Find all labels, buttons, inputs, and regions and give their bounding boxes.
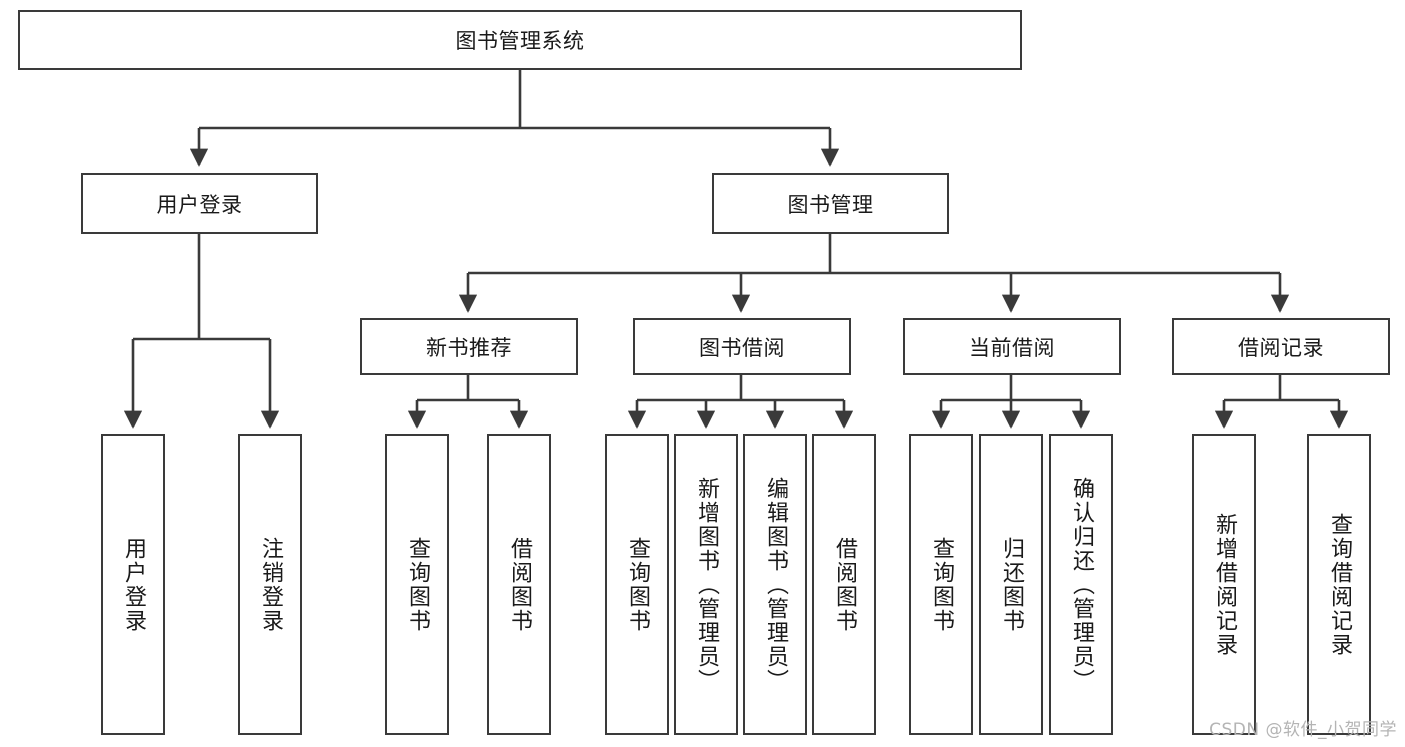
node-leaf-query-book-2[interactable]: 查询图书 — [605, 434, 669, 735]
node-book-borrow[interactable]: 图书借阅 — [633, 318, 851, 375]
node-leaf-add-record[interactable]: 新增借阅记录 — [1192, 434, 1256, 735]
node-leaf-return-book[interactable]: 归还图书 — [979, 434, 1043, 735]
node-leaf-borrow-book-2[interactable]: 借阅图书 — [812, 434, 876, 735]
node-leaf-borrow-book-1-label: 借阅图书 — [506, 536, 532, 633]
node-current-borrow[interactable]: 当前借阅 — [903, 318, 1121, 375]
node-leaf-query-book-1-label: 查询图书 — [404, 536, 430, 633]
node-leaf-user-login[interactable]: 用户登录 — [101, 434, 165, 735]
node-current-borrow-label: 当前借阅 — [969, 335, 1055, 360]
node-book-borrow-label: 图书借阅 — [699, 335, 785, 360]
node-book-manage-label: 图书管理 — [787, 192, 874, 217]
node-leaf-edit-book-label: 编辑图书（管理员） — [762, 476, 788, 693]
node-leaf-borrow-book-1[interactable]: 借阅图书 — [487, 434, 551, 735]
node-leaf-logout-label: 注销登录 — [257, 536, 283, 633]
node-leaf-query-book-1[interactable]: 查询图书 — [385, 434, 449, 735]
node-new-book-rec-label: 新书推荐 — [426, 335, 512, 360]
node-leaf-borrow-book-2-label: 借阅图书 — [831, 536, 857, 633]
node-book-manage[interactable]: 图书管理 — [712, 173, 949, 234]
node-leaf-query-record-label: 查询借阅记录 — [1326, 512, 1352, 657]
node-leaf-confirm-return-label: 确认归还（管理员） — [1068, 476, 1094, 693]
node-leaf-logout[interactable]: 注销登录 — [238, 434, 302, 735]
node-leaf-user-login-label: 用户登录 — [120, 536, 146, 633]
node-leaf-confirm-return[interactable]: 确认归还（管理员） — [1049, 434, 1113, 735]
node-leaf-return-book-label: 归还图书 — [998, 536, 1024, 633]
node-leaf-query-book-2-label: 查询图书 — [624, 536, 650, 633]
node-leaf-add-book-label: 新增图书（管理员） — [693, 476, 719, 693]
node-new-book-rec[interactable]: 新书推荐 — [360, 318, 578, 375]
node-leaf-add-record-label: 新增借阅记录 — [1211, 512, 1237, 657]
node-borrow-record[interactable]: 借阅记录 — [1172, 318, 1390, 375]
node-leaf-edit-book[interactable]: 编辑图书（管理员） — [743, 434, 807, 735]
node-user-login-label: 用户登录 — [156, 192, 243, 217]
watermark: CSDN @软件_小贺同学 — [1209, 720, 1397, 740]
node-root-label: 图书管理系统 — [455, 29, 585, 53]
node-leaf-query-record[interactable]: 查询借阅记录 — [1307, 434, 1371, 735]
node-leaf-query-book-3[interactable]: 查询图书 — [909, 434, 973, 735]
node-root[interactable]: 图书管理系统 — [18, 10, 1022, 70]
node-borrow-record-label: 借阅记录 — [1238, 335, 1324, 360]
node-user-login[interactable]: 用户登录 — [81, 173, 318, 234]
node-leaf-query-book-3-label: 查询图书 — [928, 536, 954, 633]
node-leaf-add-book[interactable]: 新增图书（管理员） — [674, 434, 738, 735]
